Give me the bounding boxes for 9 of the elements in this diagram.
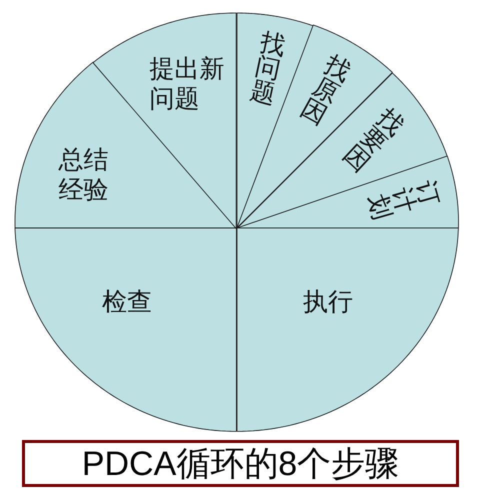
sector-label: 提出新问题 bbox=[150, 54, 226, 114]
sector-label: 总结经验 bbox=[58, 145, 110, 206]
sector-label: 检查 bbox=[102, 286, 152, 317]
caption-box: PDCA循环的8个步骤 bbox=[22, 440, 459, 487]
sector-label: 执行 bbox=[303, 286, 353, 317]
sector-label: 找问题 bbox=[247, 28, 288, 108]
pie-sector bbox=[236, 227, 459, 433]
sector-label: 订计划 bbox=[364, 178, 443, 223]
pie-sector bbox=[14, 227, 238, 433]
